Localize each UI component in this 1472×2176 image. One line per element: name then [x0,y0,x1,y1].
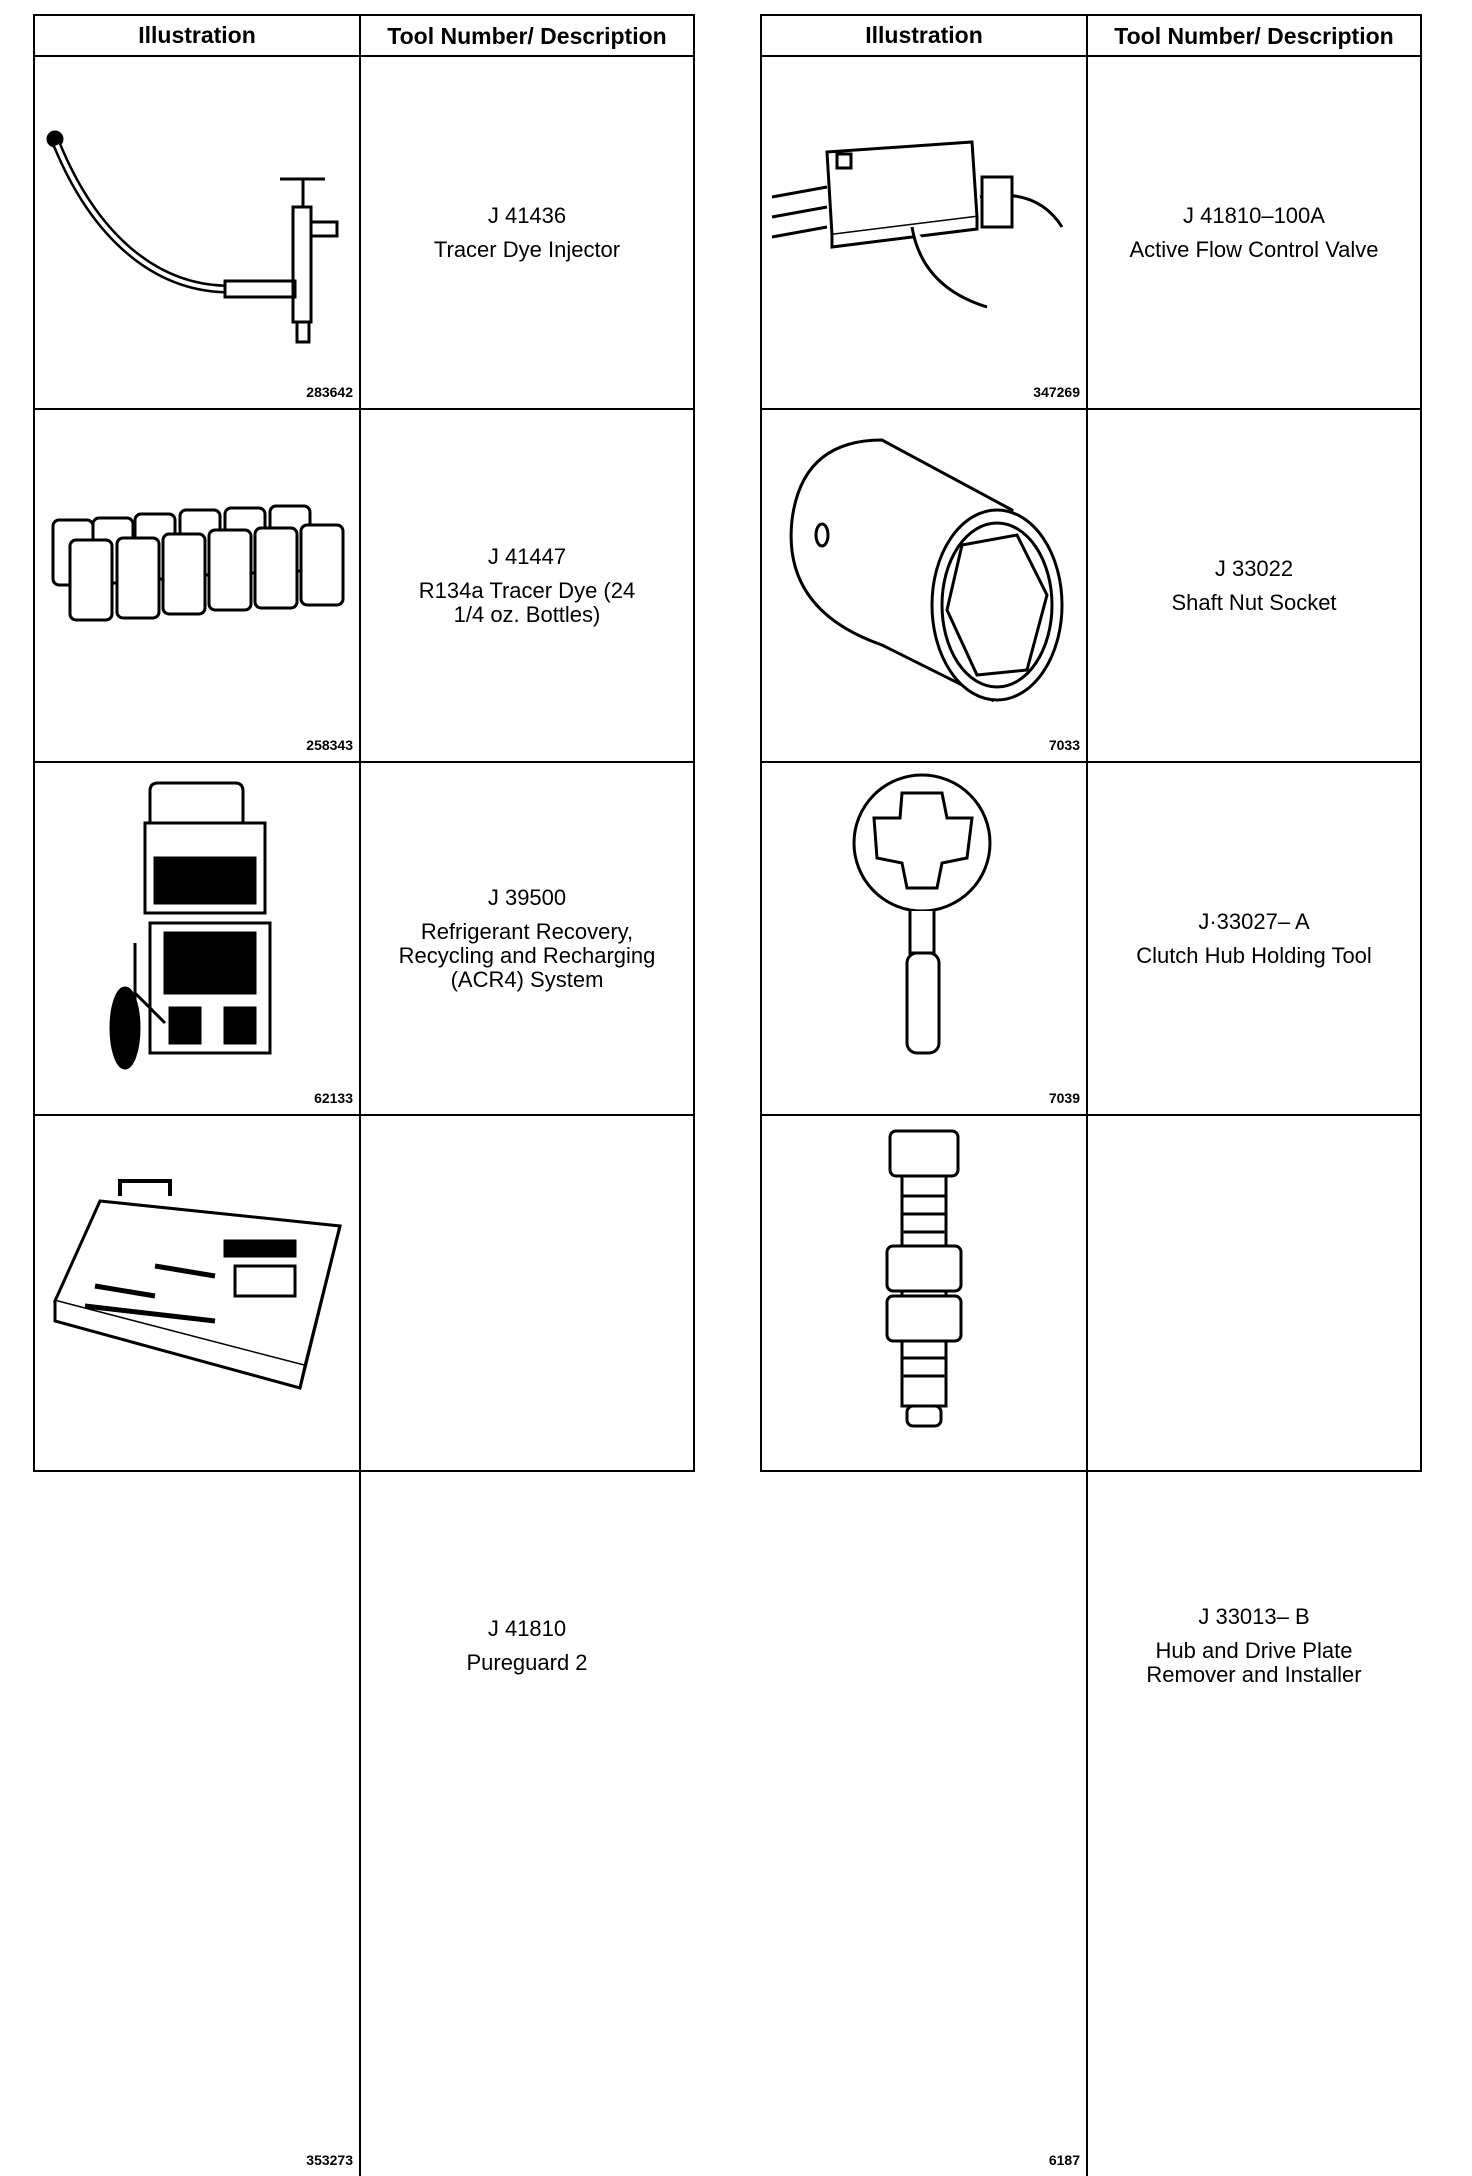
table-row: 353273 J 41810 Pureguard 2 [35,1116,693,2176]
tool-description-cell: J 41810–100A Active Flow Control Valve [1088,57,1420,408]
figure-number: 6187 [1048,2152,1080,2168]
tool-number: J 39500 [487,884,567,910]
dye-bottles-icon [51,504,345,622]
tool-description: R134a Tracer Dye (24 1/4 oz. Bottles) [418,577,636,627]
figure-number: 347269 [1033,384,1080,400]
tool-description-cell: J 33013– B Hub and Drive Plate Remover a… [1088,1116,1420,2176]
illustration-cell: 283642 [35,57,361,408]
illustration-cell: 6187 [762,1116,1088,2176]
table-row: 7039 J·33027– A Clutch Hub Holding Tool [762,763,1420,1116]
header-illustration: Illustration [35,16,361,55]
tool-description: Hub and Drive Plate Remover and Installe… [1146,1638,1362,1687]
figure-number: 353273 [306,2152,353,2168]
tool-number: J 41447 [487,543,567,569]
tool-number: J 33013– B [1198,1604,1310,1629]
tool-description: Tracer Dye Injector [433,236,621,262]
hub-holder-icon [852,773,992,1055]
tool-description: Active Flow Control Valve [1129,236,1379,262]
recovery-cart-icon [109,781,272,1070]
table-header: Illustration Tool Number/ Description [35,16,693,57]
pureguard-unit-icon [52,1179,342,1390]
tool-description: Refrigerant Recovery, Recycling and Rech… [398,918,656,992]
flow-valve-icon [771,140,1064,309]
tool-description: Clutch Hub Holding Tool [1136,942,1372,968]
table-row: 62133 J 39500 Refrigerant Recovery, Recy… [35,763,693,1116]
tool-number: J 41436 [487,202,567,228]
bolt-installer-icon [885,1129,963,1428]
illustration-cell: 258343 [35,410,361,761]
tool-description-cell: J 41436 Tracer Dye Injector [361,57,693,408]
tool-number: J·33027– A [1198,908,1310,934]
tool-description: Shaft Nut Socket [1171,589,1337,615]
tool-number: J 33022 [1214,555,1294,581]
tool-number: J 41810 [487,1616,567,1641]
illustration-cell: 347269 [762,57,1088,408]
figure-number: 7033 [1048,737,1080,753]
header-tool-number: Tool Number/ Description [1114,22,1394,49]
header-tool-number: Tool Number/ Description [387,22,667,49]
dye-injector-icon [46,130,339,344]
illustration-cell: 7039 [762,763,1088,1114]
figure-number: 283642 [306,384,353,400]
tool-table-right: Illustration Tool Number/ Description 34… [760,14,1422,2176]
table-row: 6187 J 33013– B Hub and Drive Plate Remo… [762,1116,1420,2176]
figure-number: 258343 [306,737,353,753]
tool-table-left: Illustration Tool Number/ Description 28… [33,14,695,2176]
tool-description-cell: J·33027– A Clutch Hub Holding Tool [1088,763,1420,1114]
illustration-cell: 353273 [35,1116,361,2176]
table-row: 283642 J 41436 Tracer Dye Injector [35,57,693,410]
tool-description-cell: J 41810 Pureguard 2 [361,1116,693,2176]
table-row: 7033 J 33022 Shaft Nut Socket [762,410,1420,763]
table-row: 258343 J 41447 R134a Tracer Dye (24 1/4 … [35,410,693,763]
table-row: 347269 J 41810–100A Active Flow Control … [762,57,1420,410]
illustration-cell: 62133 [35,763,361,1114]
socket-icon [789,438,1064,703]
figure-number: 7039 [1048,1090,1080,1106]
tool-description-cell: J 39500 Refrigerant Recovery, Recycling … [361,763,693,1114]
figure-number: 62133 [314,1090,353,1106]
tool-description-cell: J 41447 R134a Tracer Dye (24 1/4 oz. Bot… [361,410,693,761]
tool-description: Pureguard 2 [466,1650,588,1675]
header-illustration: Illustration [762,16,1088,55]
tool-number: J 41810–100A [1183,202,1325,228]
table-header: Illustration Tool Number/ Description [762,16,1420,57]
tool-description-cell: J 33022 Shaft Nut Socket [1088,410,1420,761]
illustration-cell: 7033 [762,410,1088,761]
